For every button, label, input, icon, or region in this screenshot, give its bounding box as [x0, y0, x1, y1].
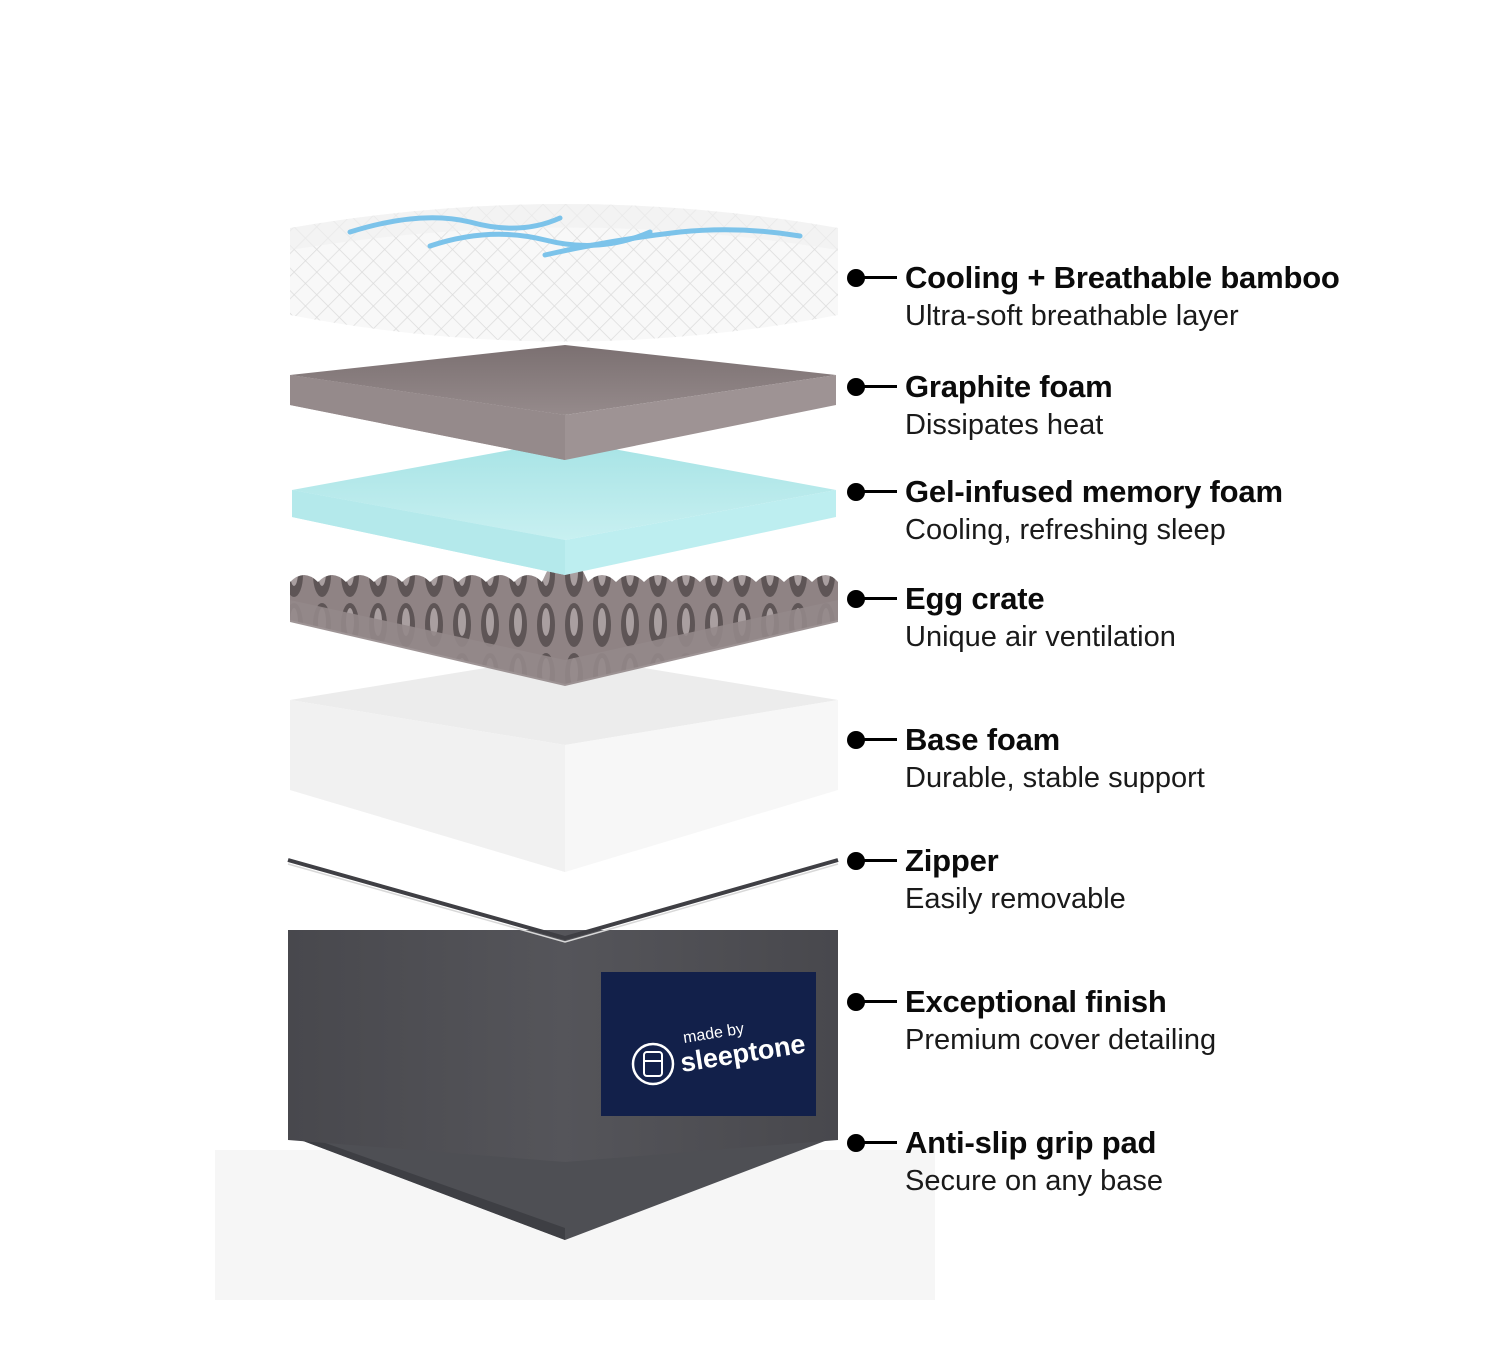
leader-line — [863, 597, 897, 600]
sleeptone-logo-icon — [631, 1042, 675, 1086]
bullet-dot — [847, 483, 865, 501]
gel-foam-layer — [292, 440, 836, 575]
layer-subtitle: Easily removable — [905, 883, 1126, 915]
layer-title: Graphite foam — [905, 369, 1113, 404]
bullet-dot — [847, 852, 865, 870]
layer-subtitle: Ultra-soft breathable layer — [905, 300, 1239, 332]
bullet-dot — [847, 993, 865, 1011]
leader-line — [863, 1000, 897, 1003]
bullet-dot — [847, 731, 865, 749]
brand-patch — [601, 972, 816, 1116]
layer-subtitle: Premium cover detailing — [905, 1024, 1217, 1056]
sleeptone-logo-mark — [643, 1051, 663, 1077]
bullet-dot — [847, 378, 865, 396]
bullet-dot — [847, 1134, 865, 1152]
layer-subtitle: Dissipates heat — [905, 409, 1104, 441]
leader-line — [863, 385, 897, 388]
cover-layer: made by sleeptone — [288, 930, 838, 1162]
zipper-layer — [287, 858, 839, 943]
layer-subtitle: Durable, stable support — [905, 762, 1205, 794]
cooling-wave — [542, 227, 803, 258]
layer-subtitle: Unique air ventilation — [905, 621, 1176, 653]
base-foam-layer — [290, 655, 838, 872]
layer-title: Cooling + Breathable bamboo — [905, 260, 1340, 295]
bullet-dot — [847, 590, 865, 608]
layer-title: Anti-slip grip pad — [905, 1125, 1157, 1160]
leader-line — [863, 859, 897, 862]
layer-title: Gel-infused memory foam — [905, 474, 1283, 509]
bamboo-cover-layer — [290, 204, 838, 342]
leader-line — [863, 1141, 897, 1144]
cooling-wave — [347, 215, 563, 235]
leader-line — [863, 276, 897, 279]
graphite-foam-layer — [290, 345, 836, 460]
leader-line — [863, 738, 897, 741]
leader-line — [863, 490, 897, 493]
layer-subtitle: Secure on any base — [905, 1165, 1163, 1197]
layer-subtitle: Cooling, refreshing sleep — [905, 514, 1226, 546]
bullet-dot — [847, 269, 865, 287]
layer-title: Exceptional finish — [905, 984, 1167, 1019]
layer-title: Base foam — [905, 722, 1060, 757]
layer-title: Zipper — [905, 843, 999, 878]
layer-title: Egg crate — [905, 581, 1045, 616]
egg-crate-layer — [290, 551, 838, 686]
